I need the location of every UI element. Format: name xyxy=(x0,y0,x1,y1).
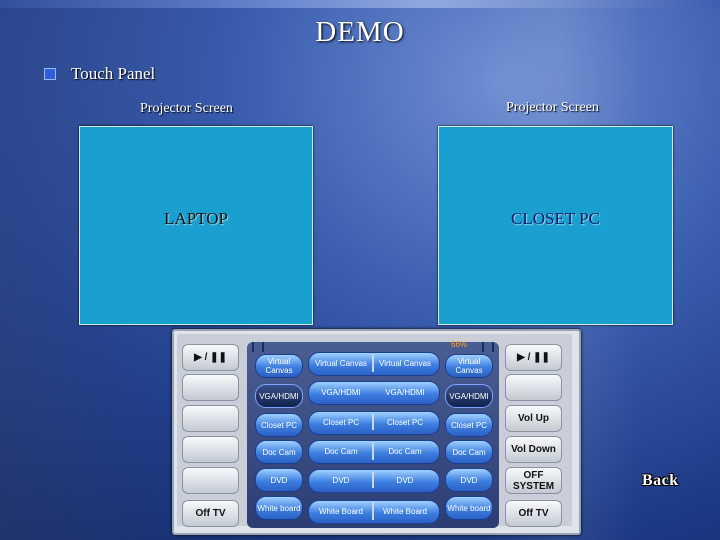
back-link[interactable]: Back xyxy=(642,472,679,489)
left-dvd-button[interactable]: DVD xyxy=(255,468,303,492)
left-blank-button-1[interactable] xyxy=(182,374,239,401)
right-virtual-canvas-button[interactable]: Virtual Canvas xyxy=(445,354,493,378)
touch-panel-body: ▶ / ❚❚ Off TV 66% Virtual Canvas VGA/HDM… xyxy=(177,334,572,528)
right-play-pause-button[interactable]: ▶ / ❚❚ xyxy=(505,344,562,371)
bullet-text: Touch Panel xyxy=(71,64,156,83)
center-virtual-canvas-pill xyxy=(308,352,440,376)
background-top-band xyxy=(0,0,720,8)
center-left-vga-hdmi-button[interactable]: VGA/HDMI xyxy=(321,387,361,397)
screen-content-right: CLOSET PC xyxy=(511,209,600,228)
left-white-board-button[interactable]: White board xyxy=(255,496,303,520)
center-left-doc-cam-button[interactable]: Doc Cam xyxy=(324,446,358,456)
right-dvd-button[interactable]: DVD xyxy=(445,468,493,492)
center-right-doc-cam-button[interactable]: Doc Cam xyxy=(388,446,422,456)
center-right-virtual-canvas-button[interactable]: Virtual Canvas xyxy=(379,358,431,368)
vol-down-button[interactable]: Vol Down xyxy=(505,436,562,463)
center-right-white-board-button[interactable]: White Board xyxy=(382,506,428,516)
pause-icon-left xyxy=(252,342,264,352)
left-doc-cam-button[interactable]: Doc Cam xyxy=(255,440,303,464)
left-blank-button-3[interactable] xyxy=(182,436,239,463)
right-off-tv-button[interactable]: Off TV xyxy=(505,500,562,527)
center-right-vga-hdmi-button[interactable]: VGA/HDMI xyxy=(385,387,425,397)
touch-panel: ▶ / ❚❚ Off TV 66% Virtual Canvas VGA/HDM… xyxy=(172,329,581,535)
center-doc-cam-pill xyxy=(308,440,440,464)
projector-screen-right[interactable] xyxy=(438,126,673,325)
center-divider-1 xyxy=(372,354,374,372)
screen-label-right: Projector Screen xyxy=(506,100,599,115)
left-blank-button-4[interactable] xyxy=(182,467,239,494)
left-vga-hdmi-button[interactable]: VGA/HDMI xyxy=(255,384,303,408)
left-blank-button-2[interactable] xyxy=(182,405,239,432)
projector-screen-left[interactable] xyxy=(79,126,313,325)
center-divider-5 xyxy=(372,502,374,520)
center-left-closet-pc-button[interactable]: Closet PC xyxy=(322,417,359,427)
center-divider-4 xyxy=(372,472,374,488)
center-divider-3 xyxy=(372,442,374,460)
bullet-item: Touch Panel xyxy=(44,64,155,84)
center-divider-2 xyxy=(372,414,374,430)
off-system-button[interactable]: OFF SYSTEM xyxy=(505,467,562,494)
right-closet-pc-button[interactable]: Closet PC xyxy=(445,413,493,437)
right-blank-button[interactable] xyxy=(505,374,562,401)
center-left-dvd-button[interactable]: DVD xyxy=(332,475,350,485)
center-white-board-pill xyxy=(308,500,440,524)
screen-content-left: LAPTOP xyxy=(164,209,228,228)
right-doc-cam-button[interactable]: Doc Cam xyxy=(445,440,493,464)
center-left-virtual-canvas-button[interactable]: Virtual Canvas xyxy=(315,358,367,368)
right-vga-hdmi-button[interactable]: VGA/HDMI xyxy=(445,384,493,408)
screen-label-left: Projector Screen xyxy=(140,101,233,116)
center-vga-hdmi-pill xyxy=(308,381,440,405)
vol-up-button[interactable]: Vol Up xyxy=(505,405,562,432)
center-right-closet-pc-button[interactable]: Closet PC xyxy=(386,417,423,427)
left-virtual-canvas-button[interactable]: Virtual Canvas xyxy=(255,354,303,378)
center-left-white-board-button[interactable]: White Board xyxy=(318,506,364,516)
level-indicator: 66% xyxy=(451,340,468,349)
bullet-square-icon xyxy=(44,68,56,80)
left-play-pause-button[interactable]: ▶ / ❚❚ xyxy=(182,344,239,371)
center-closet-pc-pill xyxy=(308,411,440,435)
pause-icon-right xyxy=(482,342,494,352)
slide-title: DEMO xyxy=(315,16,405,48)
center-dvd-pill xyxy=(308,469,440,493)
left-closet-pc-button[interactable]: Closet PC xyxy=(255,413,303,437)
center-right-dvd-button[interactable]: DVD xyxy=(396,475,414,485)
left-off-tv-button[interactable]: Off TV xyxy=(182,500,239,527)
right-white-board-button[interactable]: White board xyxy=(445,496,493,520)
